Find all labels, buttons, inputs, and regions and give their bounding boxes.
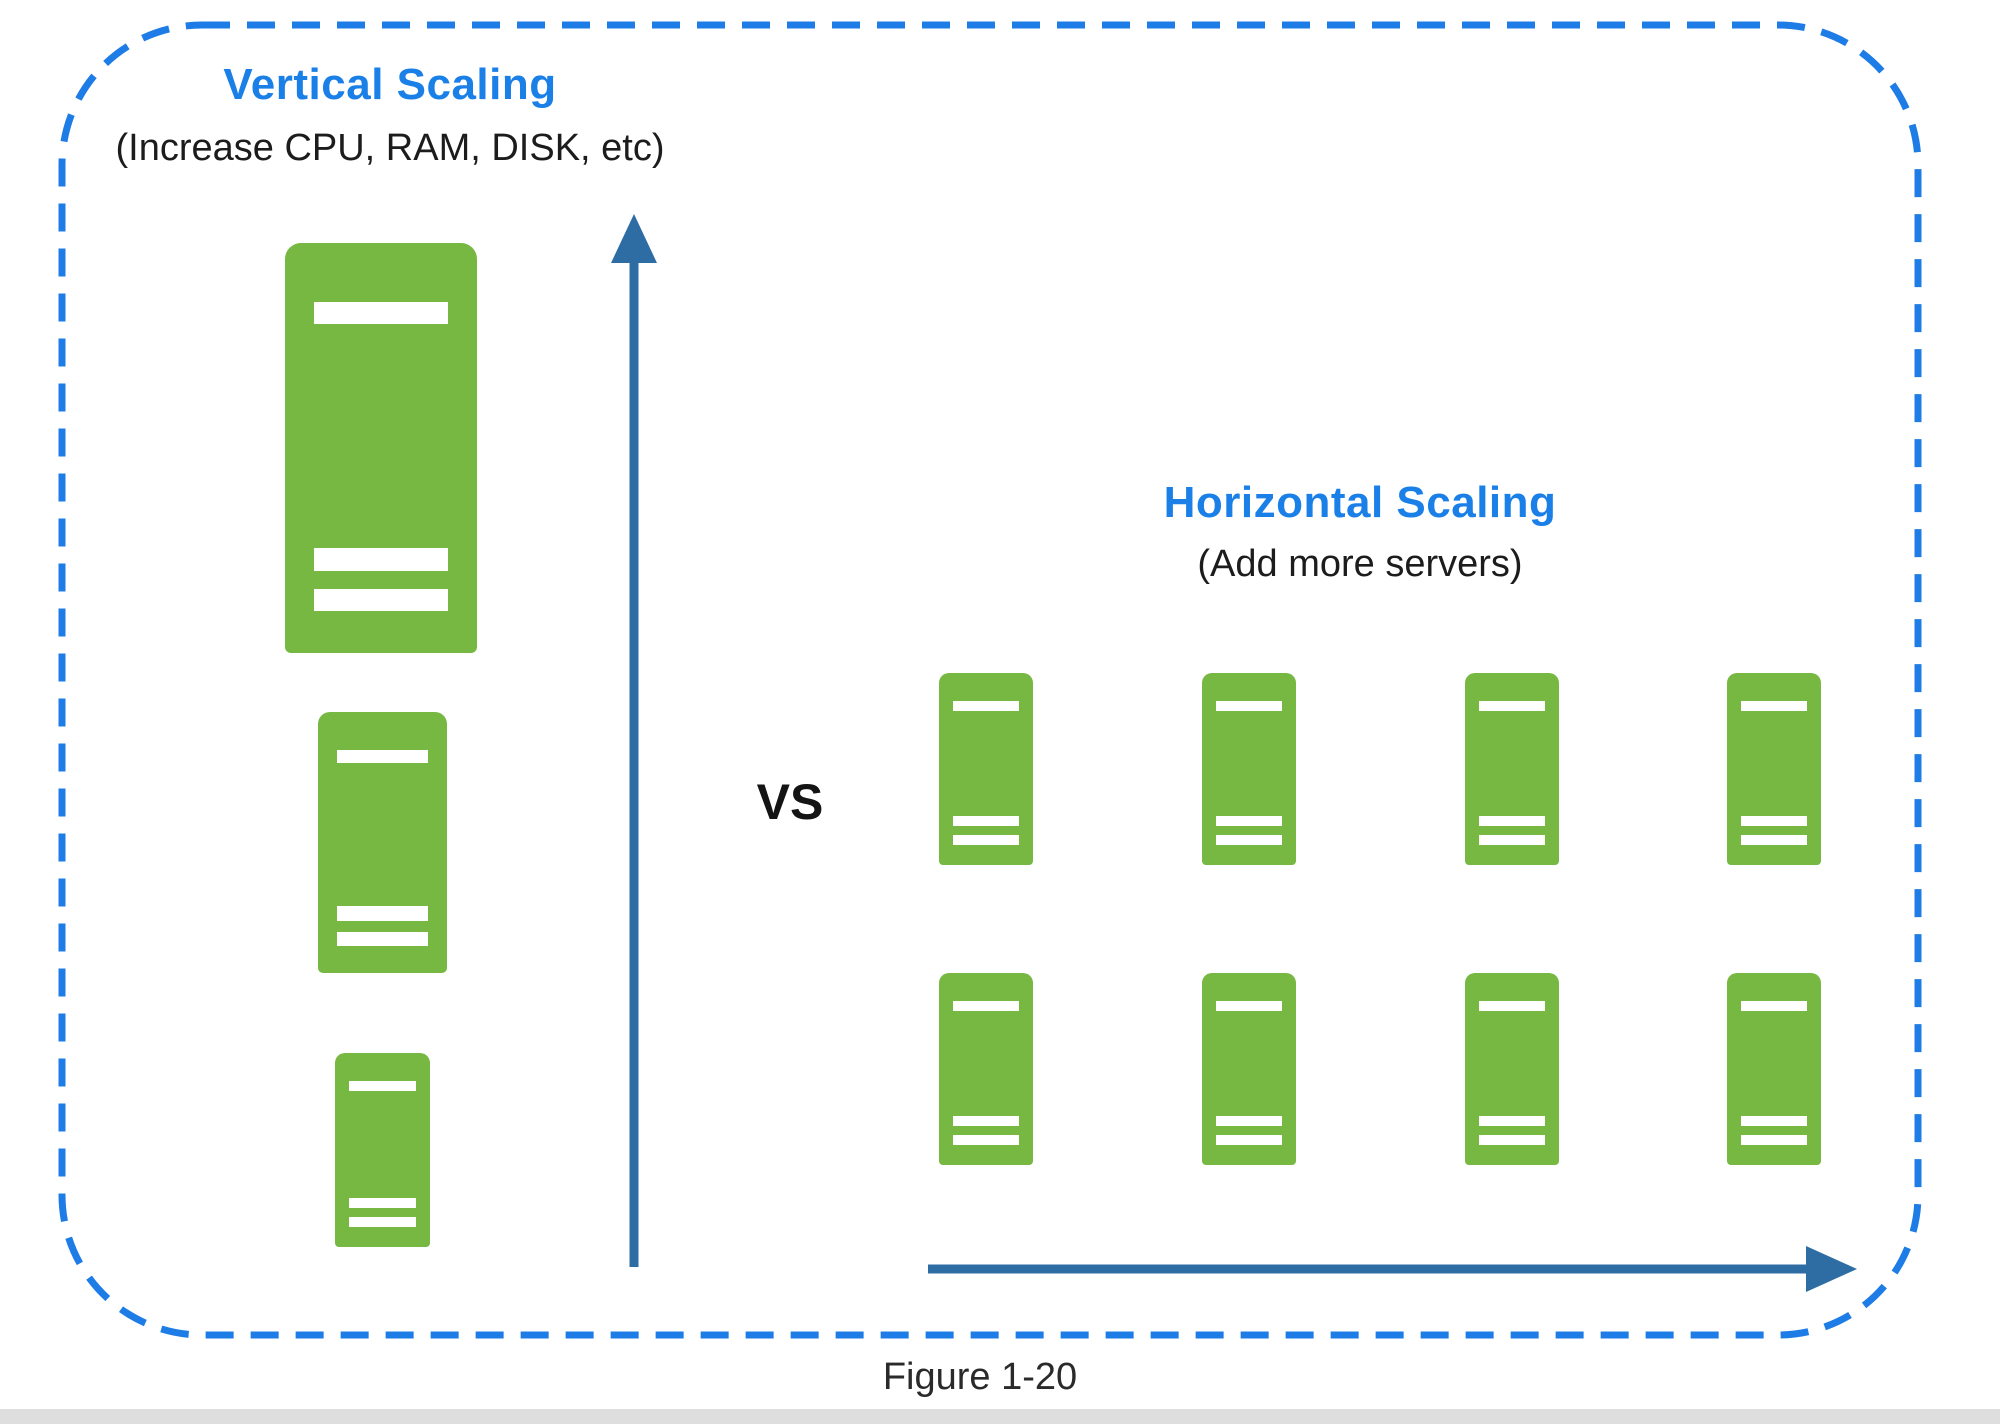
server-stripe bbox=[1741, 1116, 1807, 1127]
horizontal-scaling-title: Horizontal Scaling bbox=[1163, 478, 1557, 527]
server-stripe bbox=[1479, 1134, 1545, 1146]
server-icon bbox=[939, 673, 1033, 865]
server-stripe bbox=[953, 1134, 1019, 1146]
server-stripe bbox=[1741, 1000, 1807, 1011]
server-icon bbox=[1465, 673, 1559, 865]
figure-caption: Figure 1-20 bbox=[882, 1356, 1078, 1398]
server-icon bbox=[1727, 673, 1821, 865]
server-stripe bbox=[313, 548, 449, 571]
server-stripe bbox=[313, 588, 449, 611]
server-stripe bbox=[337, 932, 428, 947]
server-stripe bbox=[1479, 834, 1545, 846]
vertical-scaling-subtitle: (Increase CPU, RAM, DISK, etc) bbox=[115, 127, 665, 169]
server-stripe bbox=[1216, 834, 1282, 846]
server-stripe bbox=[1216, 1134, 1282, 1146]
horizontal-scaling-subtitle: (Add more servers) bbox=[1197, 543, 1523, 585]
server-icon bbox=[335, 1053, 430, 1247]
server-stripe bbox=[953, 816, 1019, 827]
server-icon bbox=[1202, 973, 1296, 1165]
server-stripe bbox=[349, 1081, 416, 1092]
server-icon bbox=[1465, 973, 1559, 1165]
server-icon bbox=[285, 243, 477, 653]
server-stripe bbox=[349, 1216, 416, 1227]
vs-label: VS bbox=[756, 774, 824, 830]
server-stripe bbox=[953, 834, 1019, 846]
server-stripe bbox=[1216, 700, 1282, 711]
server-stripe bbox=[1741, 834, 1807, 846]
server-stripe bbox=[337, 749, 428, 764]
arrow-up-icon bbox=[611, 214, 657, 1267]
server-stripe bbox=[1479, 1116, 1545, 1127]
server-icon bbox=[939, 973, 1033, 1165]
server-stripe bbox=[953, 700, 1019, 711]
server-stripe bbox=[1479, 816, 1545, 827]
server-icon bbox=[1727, 973, 1821, 1165]
server-stripe bbox=[313, 302, 449, 324]
server-icon bbox=[318, 712, 447, 973]
arrow-right-icon bbox=[928, 1246, 1857, 1292]
server-stripe bbox=[1741, 700, 1807, 711]
server-stripe bbox=[1216, 1116, 1282, 1127]
server-stripe bbox=[1479, 700, 1545, 711]
server-stripe bbox=[349, 1197, 416, 1208]
server-stripe bbox=[1216, 816, 1282, 827]
vertical-scaling-title: Vertical Scaling bbox=[223, 60, 557, 109]
server-stripe bbox=[1479, 1000, 1545, 1011]
server-stripe bbox=[1216, 1000, 1282, 1011]
server-stripe bbox=[953, 1000, 1019, 1011]
server-stripe bbox=[953, 1116, 1019, 1127]
server-icon bbox=[1202, 673, 1296, 865]
server-stripe bbox=[1741, 1134, 1807, 1146]
bottom-edge-band bbox=[0, 1409, 2000, 1424]
server-stripe bbox=[337, 906, 428, 921]
server-stripe bbox=[1741, 816, 1807, 827]
